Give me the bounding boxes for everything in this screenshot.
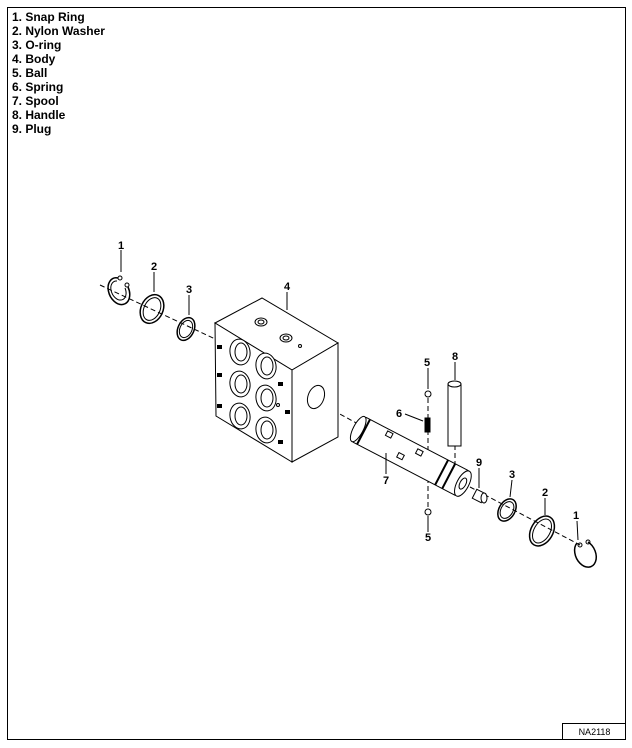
valve-body xyxy=(213,297,339,463)
figure-id: NA2118 xyxy=(562,723,626,740)
callout-1: 1 xyxy=(573,510,579,522)
assembly-axis xyxy=(99,284,581,546)
callout-5: 5 xyxy=(425,532,431,544)
callout-3: 3 xyxy=(186,284,192,296)
plug xyxy=(471,488,488,504)
handle xyxy=(447,380,462,447)
legend-item: 9. Plug xyxy=(12,122,52,136)
nylon-washer-left xyxy=(139,293,165,325)
snap-ring-left xyxy=(107,275,131,306)
legend-item: 4. Body xyxy=(12,52,56,66)
callout-2: 2 xyxy=(151,261,157,273)
spring xyxy=(424,417,431,433)
legend-item: 3. O-ring xyxy=(12,38,62,52)
snap-ring-right xyxy=(573,539,597,568)
legend-item: 5. Ball xyxy=(12,66,48,80)
parts-legend: 1. Snap Ring 2. Nylon Washer 3. O-ring 4… xyxy=(12,10,105,136)
port xyxy=(229,338,277,444)
diagram-frame xyxy=(7,7,626,740)
callout-6: 6 xyxy=(396,408,402,420)
callout-4: 4 xyxy=(284,281,291,293)
legend-item: 6. Spring xyxy=(12,80,64,94)
callout-2: 2 xyxy=(542,487,548,499)
callout-9: 9 xyxy=(476,457,482,469)
callout-5: 5 xyxy=(424,357,430,369)
legend-item: 1. Snap Ring xyxy=(12,10,85,24)
callout-8: 8 xyxy=(452,351,458,363)
spool xyxy=(349,415,472,497)
o-ring-left xyxy=(176,316,196,342)
legend-item: 2. Nylon Washer xyxy=(12,24,105,38)
port-markings xyxy=(217,345,290,444)
leader-lines xyxy=(120,250,579,541)
nylon-washer-right xyxy=(528,515,556,547)
legend-item: 7. Spool xyxy=(12,94,59,108)
o-ring-right xyxy=(497,498,517,522)
callouts: 1 2 3 4 5 8 6 7 9 3 2 1 5 xyxy=(118,240,579,544)
ball-top xyxy=(424,390,432,398)
legend-item: 8. Handle xyxy=(12,108,66,122)
callout-7: 7 xyxy=(383,475,389,487)
callout-1: 1 xyxy=(118,240,124,252)
ball-bottom xyxy=(424,508,432,516)
callout-3: 3 xyxy=(509,469,515,481)
